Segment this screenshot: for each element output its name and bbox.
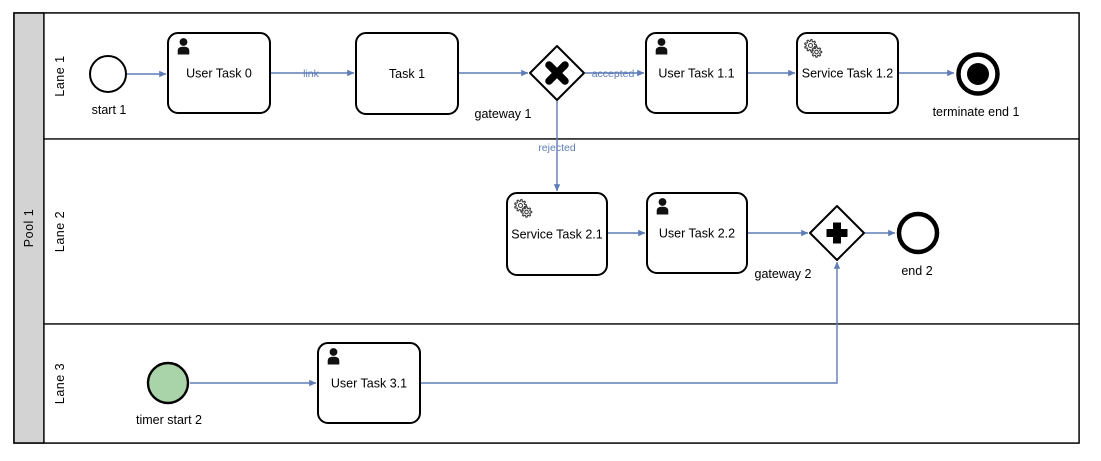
- user-task-0[interactable]: User Task 0: [167, 32, 271, 114]
- timer-start-2[interactable]: timer start 2: [136, 361, 202, 427]
- pool-header[interactable]: [13, 12, 45, 444]
- user-task-1-1-shape[interactable]: [645, 32, 748, 114]
- terminate-end-1-label: terminate end 1: [933, 105, 1020, 119]
- timer-start-circle[interactable]: [146, 361, 190, 405]
- sequence-flows: link accepted rejected: [127, 68, 955, 387]
- pool-label: Pool 1: [22, 209, 36, 247]
- end-event-2[interactable]: end 2: [896, 211, 940, 278]
- user-task-2-2-shape[interactable]: [646, 192, 748, 274]
- service-gears-icon: [804, 38, 823, 58]
- task-1-shape[interactable]: [355, 32, 459, 115]
- task-label: Task 1: [389, 67, 425, 81]
- user-icon: [656, 198, 669, 215]
- task-label: User Task 0: [186, 67, 252, 81]
- end-event-2-label: end 2: [901, 264, 932, 278]
- flow-gateway1-servicetask21[interactable]: rejected: [538, 101, 576, 192]
- flow-gateway1-usertask11[interactable]: accepted: [585, 68, 645, 80]
- lane-2-label: Lane 2: [53, 211, 67, 252]
- gateway-1[interactable]: gateway 1: [475, 45, 585, 121]
- user-task-2-2[interactable]: User Task 2.2: [646, 192, 748, 274]
- gateway-1-label: gateway 1: [475, 107, 532, 121]
- terminate-end-1[interactable]: terminate end 1: [933, 52, 1020, 120]
- task-label: Service Task 1.2: [802, 67, 894, 81]
- start-event-1[interactable]: start 1: [89, 55, 127, 117]
- service-task-1-2[interactable]: Service Task 1.2: [796, 32, 899, 114]
- flow-nodes: start 1 User Task 0 Task 1 gateway 1 User Ta…: [89, 32, 1020, 427]
- parallel-plus-icon: [826, 222, 848, 244]
- user-icon: [177, 38, 190, 55]
- task-label: User Task 3.1: [331, 377, 407, 391]
- task-label: User Task 2.2: [659, 227, 735, 241]
- user-task-3-1-shape[interactable]: [317, 342, 421, 424]
- flow-usertask31-gateway2[interactable]: [420, 261, 841, 384]
- gateway-2-label: gateway 2: [755, 267, 812, 281]
- lane-1-label: Lane 1: [53, 55, 67, 96]
- start-event-circle[interactable]: [89, 55, 127, 93]
- service-task-2-1-shape[interactable]: [506, 192, 608, 276]
- flow-usertask31-gateway2-line[interactable]: [420, 261, 841, 384]
- terminate-inner-circle-icon: [967, 63, 989, 85]
- user-task-3-1[interactable]: User Task 3.1: [317, 342, 421, 424]
- task-1[interactable]: Task 1: [355, 32, 459, 115]
- service-task-2-1[interactable]: Service Task 2.1: [506, 192, 608, 276]
- service-task-1-2-shape[interactable]: [796, 32, 899, 114]
- user-task-0-shape[interactable]: [167, 32, 271, 114]
- flow-label: accepted: [592, 68, 635, 80]
- gateway-2[interactable]: gateway 2: [755, 205, 865, 281]
- flow-label: rejected: [538, 142, 576, 154]
- end-event-circle[interactable]: [896, 211, 940, 255]
- start-event-1-label: start 1: [92, 103, 127, 117]
- exclusive-x-icon: [545, 61, 569, 85]
- task-label: Service Task 2.1: [511, 228, 603, 242]
- flow-label: link: [303, 68, 320, 80]
- service-gears-icon: [514, 198, 533, 218]
- user-icon: [327, 348, 340, 365]
- user-task-1-1[interactable]: User Task 1.1: [645, 32, 748, 114]
- timer-start-2-label: timer start 2: [136, 413, 202, 427]
- task-label: User Task 1.1: [658, 67, 734, 81]
- user-icon: [655, 38, 668, 55]
- lane-3-label: Lane 3: [53, 363, 67, 404]
- flow-usertask0-task1[interactable]: link: [270, 68, 355, 80]
